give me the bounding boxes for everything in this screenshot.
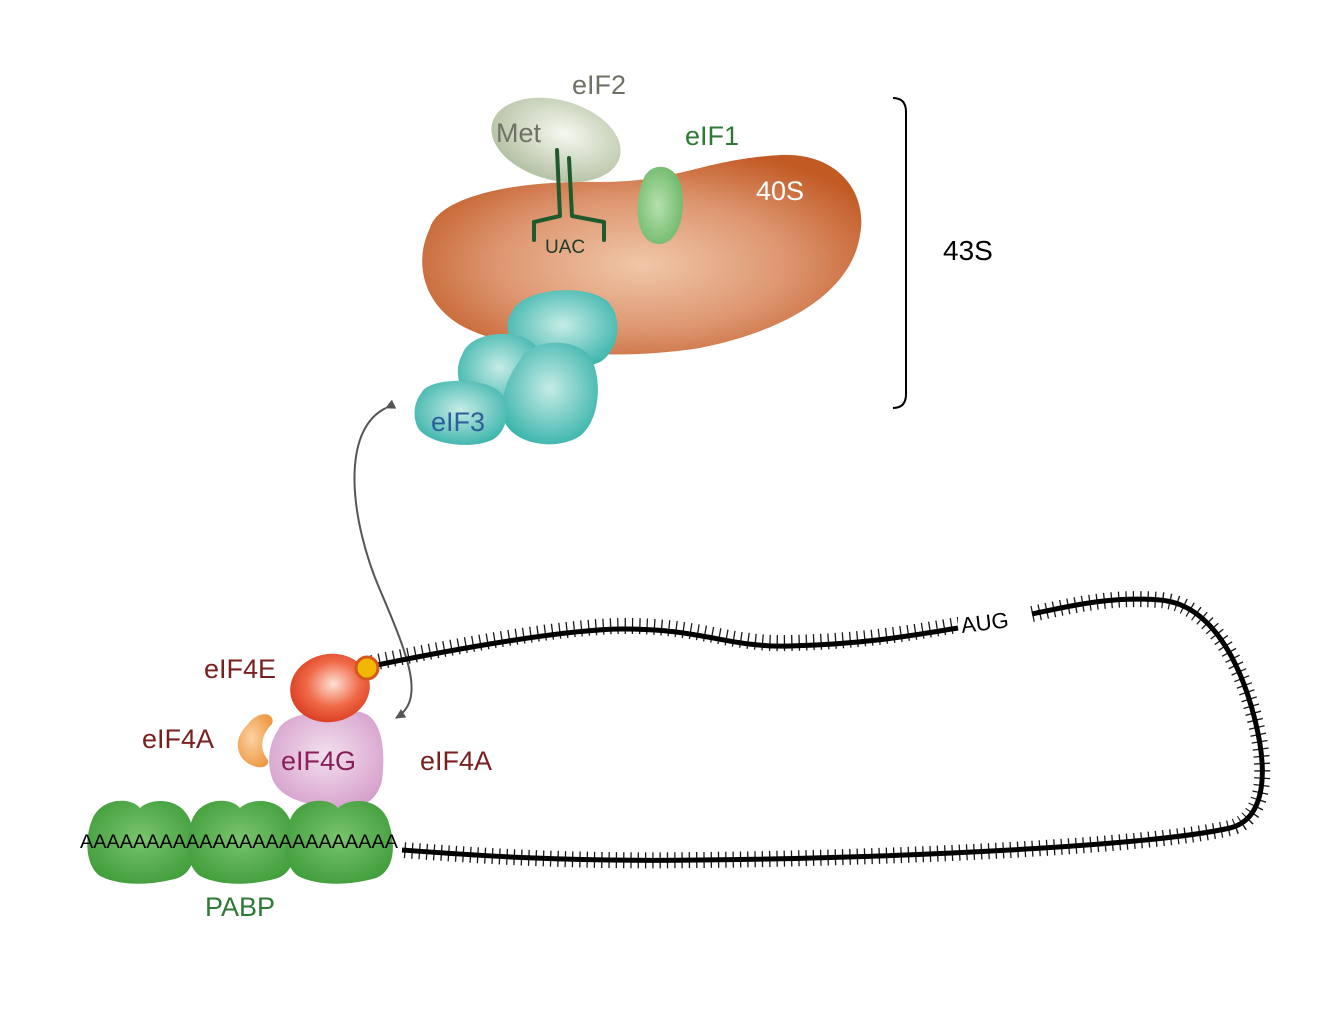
label-eif2: eIF2 <box>572 70 626 100</box>
label-eif4e: eIF4E <box>204 654 276 684</box>
bracket-43s <box>892 97 907 409</box>
label-eif4g: eIF4G <box>281 746 356 776</box>
eif4g-shape <box>269 710 384 809</box>
mrna-cap-icon <box>354 655 380 681</box>
pabp-1-shape <box>87 800 195 884</box>
label-eif4a-left: eIF4A <box>142 724 214 754</box>
label-eif3: eIF3 <box>431 407 485 437</box>
label-eif4a-right: eIF4A <box>420 746 492 776</box>
mrna-coding-strand <box>401 596 1265 863</box>
eif4e-shape <box>290 653 370 723</box>
eif1-shape <box>637 166 683 245</box>
label-eif1: eIF1 <box>685 121 739 151</box>
label-43s: 43S <box>943 235 993 266</box>
label-met: Met <box>496 118 542 148</box>
label-pabp: PABP <box>205 892 275 922</box>
trna-icon <box>532 148 606 242</box>
pabp-3-shape <box>285 800 393 884</box>
label-uac: UAC <box>545 237 585 258</box>
label-40s: 40S <box>756 176 804 206</box>
label-aug: AUG <box>960 607 1010 638</box>
eif3-domain-right <box>502 342 598 445</box>
eif2-shape <box>491 97 621 183</box>
mrna-upper-strand <box>371 625 959 669</box>
interaction-arrow <box>353 399 413 719</box>
eif3-domain-small <box>414 380 507 445</box>
label-polya-tail: AAAAAAAAAAAAAAAAAAAAAAAA <box>80 832 398 853</box>
pabp-2-shape <box>187 800 295 884</box>
eif4a-shape <box>237 714 273 768</box>
